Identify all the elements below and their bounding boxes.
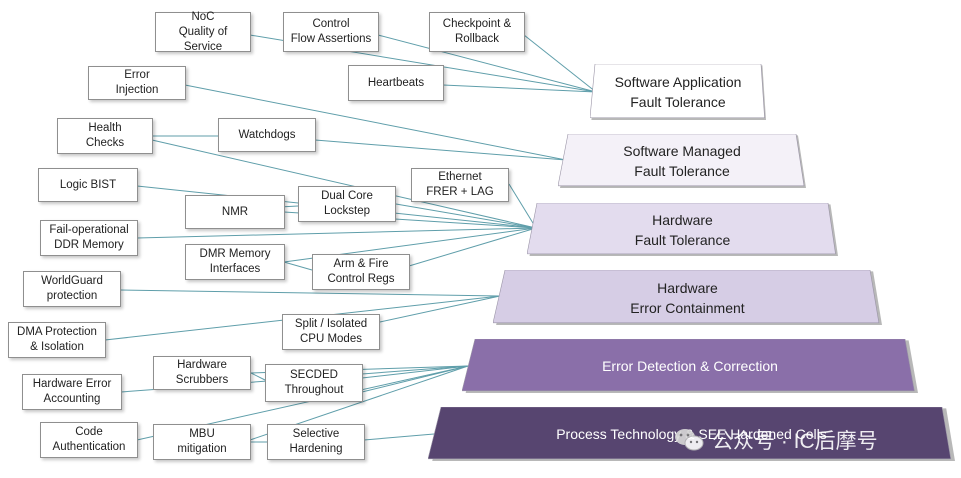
- tier-software-application: Software Application Fault Tolerance: [590, 64, 766, 120]
- feature-dmr-memory-interfaces: DMR Memory Interfaces: [185, 244, 285, 280]
- feature-nmr: NMR: [185, 195, 285, 229]
- tier-shape: [462, 339, 918, 393]
- feature-control-flow-assertions: Control Flow Assertions: [283, 12, 379, 52]
- feature-secded-throughout: SECDED Throughout: [265, 364, 363, 402]
- tier-label: Error Detection & Correction: [602, 358, 778, 374]
- feature-dual-core-lockstep: Dual Core Lockstep: [298, 186, 396, 222]
- tier-label: Software Application Fault Tolerance: [614, 74, 742, 110]
- connector-line: [151, 139, 537, 229]
- feature-arm-fire-control-regs: Arm & Fire Control Regs: [312, 254, 410, 290]
- connector-line: [314, 139, 567, 161]
- tier-label: Hardware Fault Tolerance: [634, 211, 731, 248]
- feature-error-injection: Error Injection: [88, 66, 186, 100]
- feature-hardware-error-accounting: Hardware Error Accounting: [22, 374, 122, 410]
- tier-shape: [590, 64, 766, 120]
- connector-line: [508, 183, 537, 229]
- feature-hardware-scrubbers: Hardware Scrubbers: [153, 356, 251, 390]
- connector-line: [136, 227, 537, 239]
- feature-health-checks: Health Checks: [57, 118, 153, 154]
- tier-hardware-error-containment: Hardware Error Containment: [493, 270, 882, 325]
- tier-shape: [493, 270, 882, 325]
- feature-noc-qos: NoC Quality of Service: [155, 11, 251, 53]
- tier-label: Software Managed Fault Tolerance: [623, 143, 741, 179]
- connector-line: [283, 261, 313, 271]
- tier-error-detection-correction: Error Detection & Correction: [462, 339, 918, 393]
- wechat-icon: [674, 427, 704, 453]
- connector-line: [442, 84, 597, 93]
- feature-dma-protection-isolation: DMA Protection & Isolation: [8, 322, 106, 358]
- feature-watchdogs: Watchdogs: [218, 118, 316, 152]
- tier-shape: [527, 203, 838, 256]
- connector-line: [379, 295, 501, 323]
- connector-line: [361, 365, 469, 379]
- feature-checkpoint-rollback: Checkpoint & Rollback: [429, 12, 525, 52]
- feature-ethernet-frer-lag: Ethernet FRER + LAG: [411, 168, 509, 202]
- feature-fail-operational-ddr: Fail-operational DDR Memory: [40, 220, 138, 256]
- feature-split-isolated-cpu-modes: Split / Isolated CPU Modes: [282, 314, 380, 350]
- connector-line: [377, 34, 597, 93]
- tier-hardware-fault-tolerance: Hardware Fault Tolerance: [527, 203, 838, 256]
- connector-line: [119, 289, 501, 297]
- feature-selective-hardening: Selective Hardening: [267, 424, 365, 460]
- tier-label: Hardware Error Containment: [630, 279, 745, 316]
- feature-worldguard-protection: WorldGuard protection: [23, 271, 121, 307]
- connector-line: [250, 372, 266, 381]
- connector-line: [184, 84, 567, 161]
- connector-line: [395, 203, 537, 229]
- feature-mbu-mitigation: MBU mitigation: [153, 424, 251, 460]
- tier-label: Process Technology & SEE Hardened Cells: [556, 426, 827, 442]
- connector-line: [523, 34, 597, 93]
- tier-shape: [558, 134, 806, 188]
- watermark: 公众号 · IC后摩号: [674, 424, 944, 456]
- feature-heartbeats: Heartbeats: [348, 65, 444, 101]
- connector-line: [408, 227, 537, 267]
- tier-software-managed: Software Managed Fault Tolerance: [558, 134, 806, 188]
- connector-line: [363, 433, 435, 441]
- watermark-text: 公众号 · IC后摩号: [712, 430, 878, 453]
- feature-code-authentication: Code Authentication: [40, 422, 138, 458]
- feature-logic-bist: Logic BIST: [38, 168, 138, 202]
